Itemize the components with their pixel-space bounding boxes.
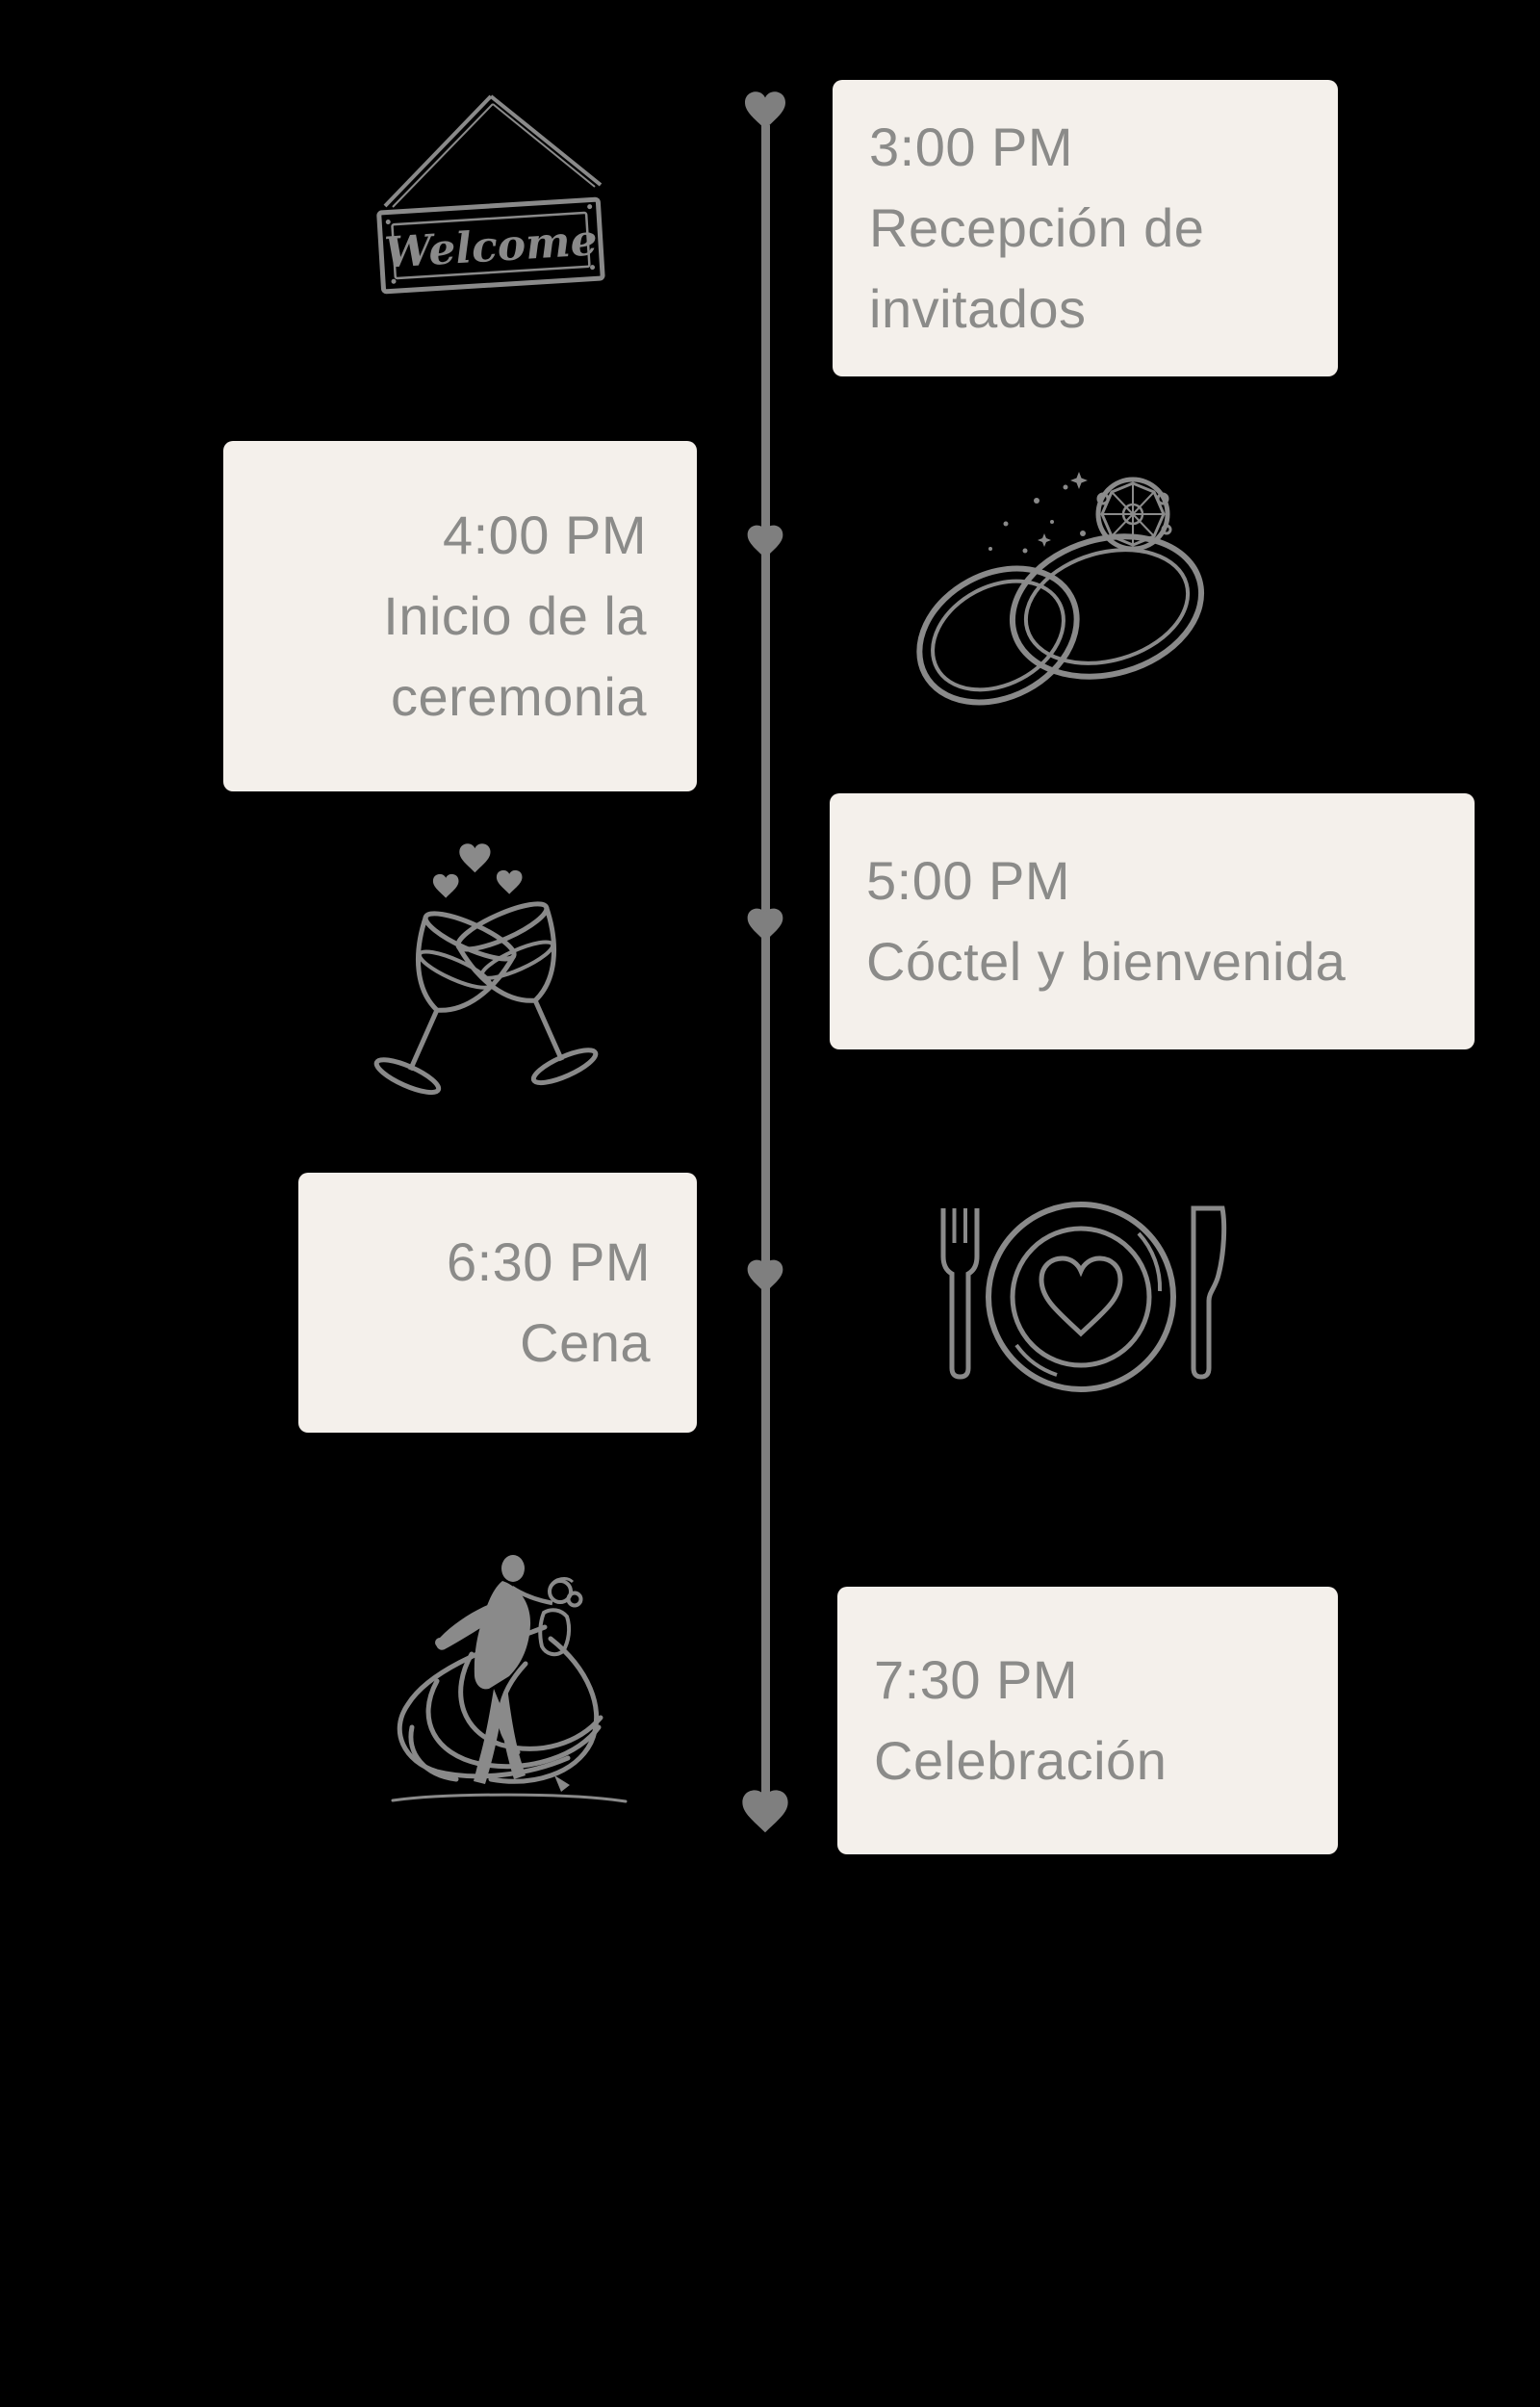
dancing-couple-icon (391, 1555, 628, 1803)
event-card-4pm: 4:00 PM Inicio de la ceremonia (223, 441, 697, 791)
event-time: 3:00 PM (869, 116, 1074, 177)
event-time: 4:00 PM (442, 505, 647, 565)
heart-node-icon (747, 525, 783, 558)
event-time: 7:30 PM (874, 1649, 1079, 1710)
event-card-730pm: 7:30 PM Celebración (837, 1587, 1338, 1854)
event-card-630pm: 6:30 PM Cena (298, 1173, 697, 1433)
welcome-sign-icon: Welcome (376, 94, 605, 295)
heart-node-icon (747, 1259, 783, 1293)
event-title: Cóctel y bienvenida (866, 931, 1347, 992)
event-title: Cena (520, 1312, 651, 1373)
heart-node-icon (747, 908, 783, 942)
event-title: Celebración (874, 1730, 1168, 1791)
heart-bottom-icon (742, 1790, 788, 1833)
event-title: Recepción de invitados (869, 197, 1205, 339)
wedding-rings-icon (916, 472, 1205, 706)
event-card-3pm: 3:00 PM Recepción de invitados (833, 80, 1338, 376)
event-card-5pm: 5:00 PM Cóctel y bienvenida (830, 793, 1475, 1049)
event-title: Inicio de la ceremonia (383, 585, 647, 727)
dinner-place-setting-icon (940, 1202, 1227, 1392)
champagne-glasses-icon (373, 843, 599, 1096)
event-time: 5:00 PM (866, 850, 1071, 911)
event-time: 6:30 PM (446, 1231, 651, 1292)
heart-top-icon (745, 91, 785, 130)
timeline-line (761, 125, 770, 1800)
